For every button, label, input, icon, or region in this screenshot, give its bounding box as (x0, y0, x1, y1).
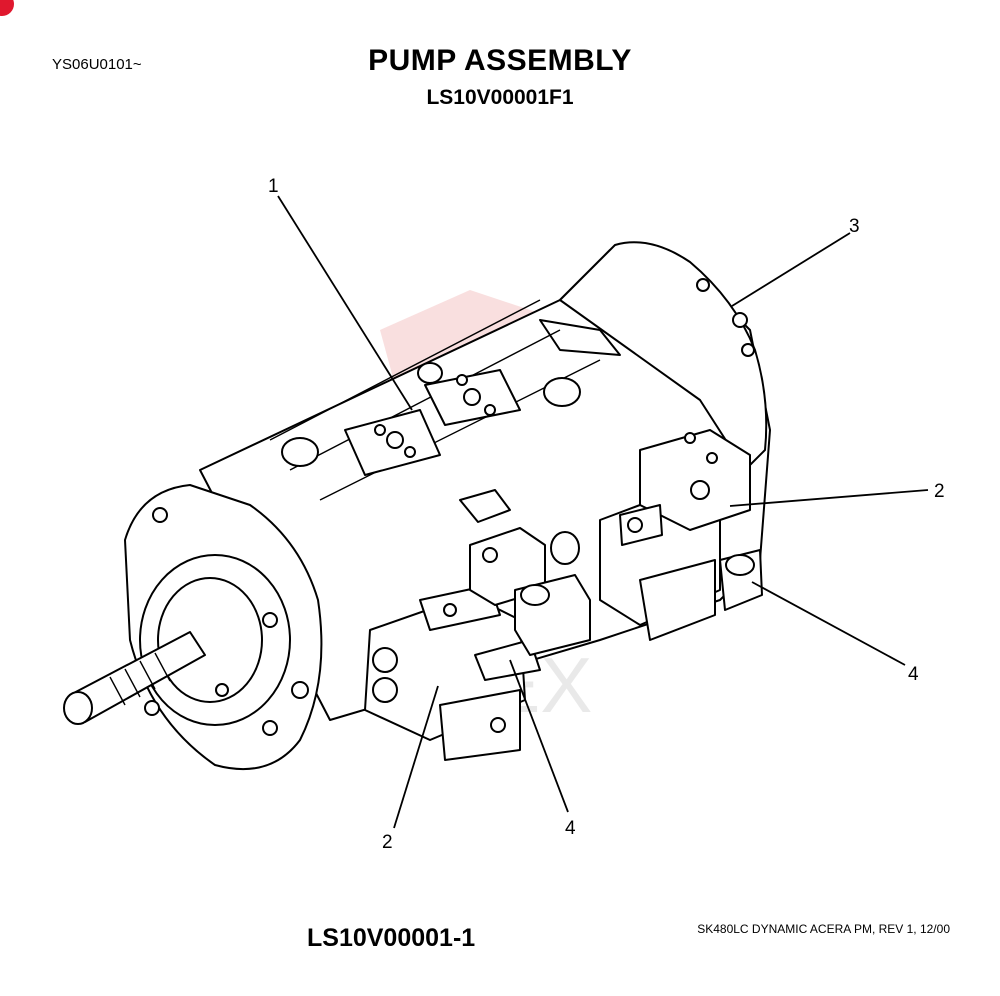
callout-1: 1 (268, 176, 279, 197)
leader-line-1 (277, 195, 413, 411)
callout-3: 3 (849, 216, 860, 237)
leader-line-2-lower (393, 685, 439, 829)
callout-4-lower: 4 (565, 818, 576, 839)
callout-labels: 1 3 2 4 2 4 (268, 176, 945, 853)
serial-range: YS06U0101~ (52, 56, 142, 73)
regulator-right (599, 429, 763, 641)
front-flange (124, 484, 323, 771)
callout-2-right: 2 (934, 481, 945, 502)
leader-lines (277, 195, 929, 829)
figure-code: LS10V00001-1 (307, 924, 476, 952)
leader-line-4-right (751, 581, 906, 666)
page-title: PUMP ASSEMBLY (368, 44, 632, 77)
document-reference: SK480LC DYNAMIC ACERA PM, REV 1, 12/00 (697, 922, 950, 936)
leader-line-4-lower (509, 659, 569, 813)
corner-marker (0, 0, 14, 16)
drive-shaft (63, 631, 206, 725)
callout-2-lower: 2 (382, 832, 393, 853)
assembly-part-number: LS10V00001F1 (426, 86, 574, 109)
leader-line-2-right (729, 489, 929, 507)
leader-line-3 (731, 232, 851, 307)
center-fittings (459, 489, 591, 656)
callout-4-right: 4 (908, 664, 919, 685)
